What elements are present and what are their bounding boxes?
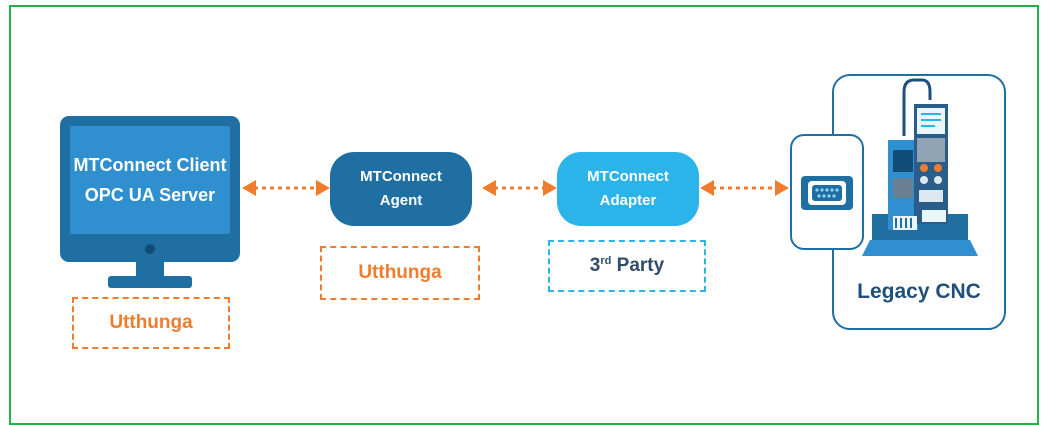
monitor-power-dot: [145, 244, 155, 254]
machine-cable: [902, 78, 932, 136]
client-monitor: MTConnect Client OPC UA Server: [60, 116, 240, 262]
client-monitor-screen: MTConnect Client OPC UA Server: [70, 126, 230, 234]
arrowhead-right-icon: [775, 180, 789, 196]
client-provider-label: Utthunga: [109, 312, 193, 333]
agent-label-line2: Agent: [379, 192, 423, 209]
agent-node: MTConnect Agent: [330, 152, 472, 226]
connection-arrows: [242, 180, 789, 196]
arrowhead-right-icon: [543, 180, 557, 196]
adapter-label-line1: MTConnect: [587, 168, 669, 185]
adapter-provider-label: 3rd Party: [590, 255, 664, 277]
monitor-neck: [136, 262, 164, 278]
arrowhead-left-icon: [242, 180, 256, 196]
agent-provider-label: Utthunga: [358, 262, 442, 283]
adapter-tag-suffix: Party: [611, 255, 665, 276]
arrowhead-right-icon: [316, 180, 330, 196]
arrowhead-left-icon: [700, 180, 714, 196]
adapter-provider-tag: 3rd Party: [548, 240, 706, 292]
client-label-line2: OPC UA Server: [84, 185, 216, 205]
legacy-cnc-label: Legacy CNC: [857, 280, 981, 303]
cnc-machine-illustration: [801, 78, 978, 256]
arrowhead-left-icon: [482, 180, 496, 196]
adapter-tag-prefix: 3: [589, 255, 601, 276]
adapter-tag-superscript: rd: [600, 255, 612, 267]
cnc-machine-icon: [862, 104, 978, 256]
client-label-line1: MTConnect Client: [73, 155, 227, 175]
client-provider-tag: Utthunga: [72, 297, 230, 349]
adapter-node: MTConnect Adapter: [557, 152, 699, 226]
adapter-label-line2: Adapter: [599, 192, 657, 209]
agent-provider-tag: Utthunga: [320, 246, 480, 300]
monitor-stand: [108, 276, 192, 288]
agent-label-line1: MTConnect: [360, 168, 442, 185]
serial-port-icon: [801, 176, 853, 210]
